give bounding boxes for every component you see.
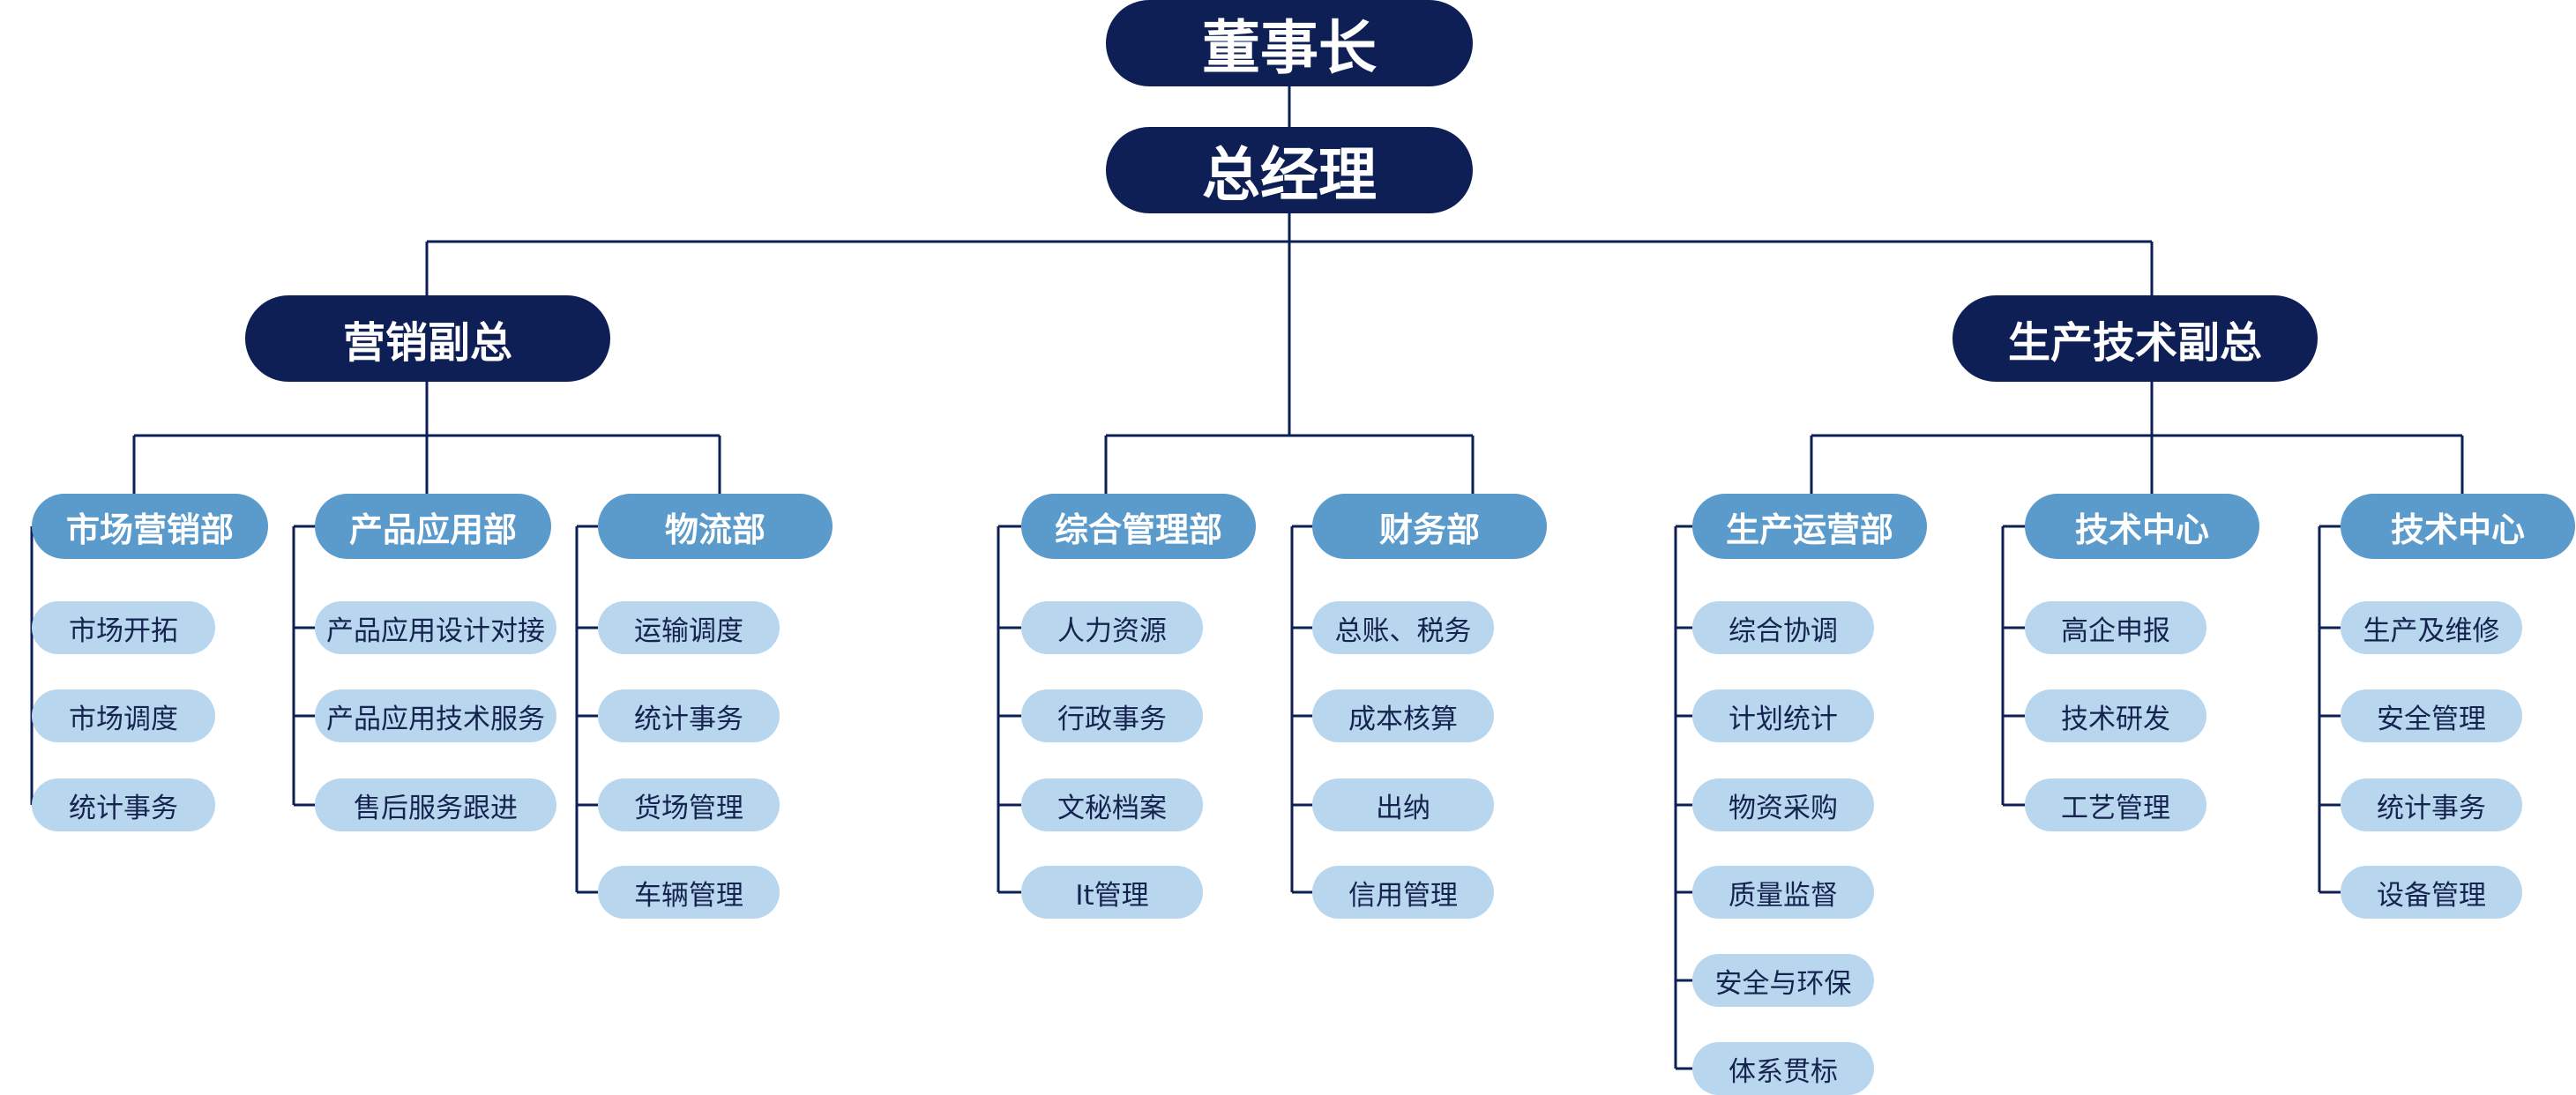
task-box: 市场开拓 (32, 601, 215, 654)
task-box: 质量监督 (1692, 866, 1874, 919)
production-vp-box: 生产技术副总 (1953, 295, 2318, 382)
task-label: 统计事务 (2377, 792, 2486, 824)
task-box: 成本核算 (1312, 689, 1494, 742)
task-box: 产品应用设计对接 (315, 601, 556, 654)
task-label: 人力资源 (1057, 615, 1167, 647)
task-label: 售后服务跟进 (354, 792, 518, 824)
task-box: 总账、税务 (1312, 601, 1494, 654)
task-label: 总账、税务 (1334, 615, 1472, 647)
task-label: 市场调度 (69, 703, 178, 735)
task-label: 工艺管理 (2061, 792, 2170, 824)
task-label: 货场管理 (634, 792, 743, 824)
task-box: 安全与环保 (1692, 954, 1874, 1007)
task-box: It管理 (1021, 866, 1203, 919)
task-box: 安全管理 (2341, 689, 2522, 742)
task-label: 技术研发 (2061, 703, 2170, 735)
task-label: 安全管理 (2377, 703, 2486, 735)
task-label: 统计事务 (69, 792, 178, 824)
task-label: 统计事务 (634, 703, 743, 735)
task-label: 文秘档案 (1057, 792, 1167, 824)
chairman-label: 董事长 (1202, 14, 1377, 82)
task-box: 出纳 (1312, 778, 1494, 831)
task-box: 设备管理 (2341, 866, 2522, 919)
task-box: 高企申报 (2025, 601, 2206, 654)
department-box: 技术中心 (2025, 494, 2259, 559)
task-label: 质量监督 (1729, 879, 1838, 912)
department-box: 市场营销部 (32, 494, 268, 559)
department-label: 物流部 (664, 510, 765, 549)
task-box: 货场管理 (598, 778, 780, 831)
task-label: 车辆管理 (634, 879, 743, 912)
department-label: 产品应用部 (348, 510, 517, 549)
task-label: 计划统计 (1729, 703, 1838, 735)
task-box: 售后服务跟进 (315, 778, 556, 831)
marketing-vp-box: 营销副总 (245, 295, 610, 382)
department-box: 物流部 (598, 494, 833, 559)
department-label: 生产运营部 (1725, 510, 1893, 549)
department-box: 产品应用部 (315, 494, 551, 559)
task-label: 信用管理 (1348, 879, 1458, 912)
task-label: 产品应用设计对接 (326, 615, 545, 647)
task-label: It管理 (1075, 879, 1149, 912)
task-box: 市场调度 (32, 689, 215, 742)
department-label: 市场营销部 (65, 510, 234, 549)
task-box: 技术研发 (2025, 689, 2206, 742)
task-box: 文秘档案 (1021, 778, 1203, 831)
task-box: 工艺管理 (2025, 778, 2206, 831)
task-label: 物资采购 (1729, 792, 1838, 824)
task-box: 综合协调 (1692, 601, 1874, 654)
task-box: 体系贯标 (1692, 1042, 1874, 1095)
general-manager-label: 总经理 (1202, 141, 1377, 209)
task-box: 人力资源 (1021, 601, 1203, 654)
task-label: 成本核算 (1348, 703, 1458, 735)
task-label: 综合协调 (1729, 615, 1838, 647)
task-label: 运输调度 (634, 615, 743, 647)
task-box: 统计事务 (598, 689, 780, 742)
department-label: 技术中心 (2390, 510, 2525, 549)
general-manager-box: 总经理 (1106, 127, 1473, 213)
task-label: 产品应用技术服务 (326, 703, 545, 735)
task-label: 市场开拓 (69, 615, 178, 647)
task-box: 计划统计 (1692, 689, 1874, 742)
task-box: 产品应用技术服务 (315, 689, 556, 742)
department-label: 技术中心 (2074, 510, 2209, 549)
task-label: 生产及维修 (2363, 615, 2500, 647)
marketing-vp-label: 营销副总 (342, 318, 512, 368)
task-box: 统计事务 (32, 778, 215, 831)
department-box: 生产运营部 (1692, 494, 1927, 559)
task-box: 运输调度 (598, 601, 780, 654)
department-box: 技术中心 (2341, 494, 2575, 559)
department-label: 综合管理部 (1054, 510, 1222, 549)
task-label: 安全与环保 (1714, 967, 1852, 1000)
chairman-box: 董事长 (1106, 0, 1473, 86)
department-box: 财务部 (1312, 494, 1547, 559)
task-box: 生产及维修 (2341, 601, 2522, 654)
task-label: 出纳 (1376, 792, 1430, 824)
task-label: 高企申报 (2061, 615, 2170, 647)
task-box: 行政事务 (1021, 689, 1203, 742)
task-box: 统计事务 (2341, 778, 2522, 831)
department-box: 综合管理部 (1021, 494, 1256, 559)
task-label: 行政事务 (1057, 703, 1167, 735)
task-label: 体系贯标 (1729, 1055, 1838, 1088)
production-vp-label: 生产技术副总 (2007, 318, 2262, 368)
task-box: 信用管理 (1312, 866, 1494, 919)
task-box: 车辆管理 (598, 866, 780, 919)
task-box: 物资采购 (1692, 778, 1874, 831)
department-label: 财务部 (1378, 510, 1480, 549)
task-label: 设备管理 (2377, 879, 2486, 912)
